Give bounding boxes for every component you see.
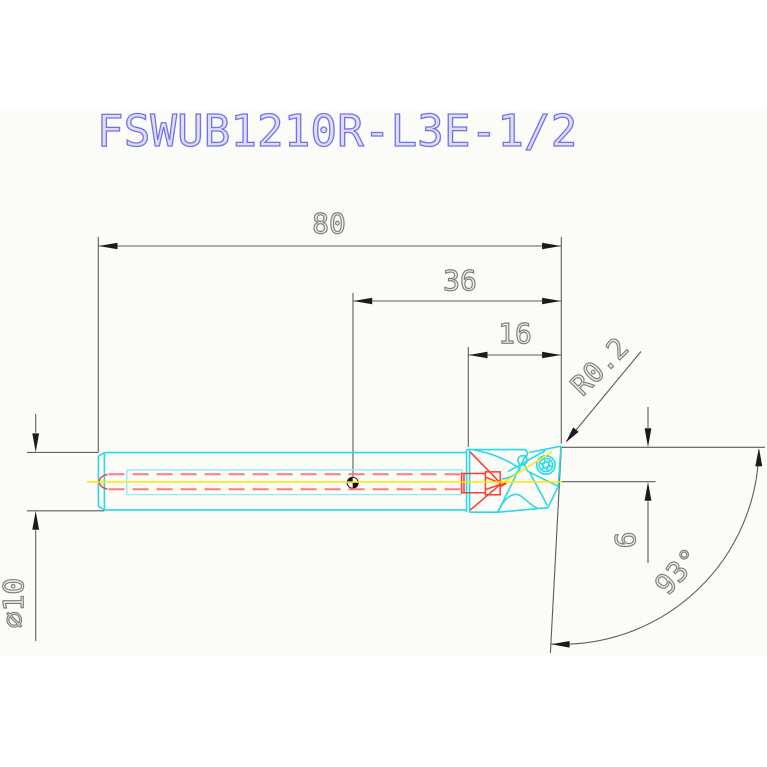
dim-shank-diameter-label: ∅10 — [0, 577, 31, 629]
dim-head-length-label: 16 — [498, 317, 533, 350]
dimension-arrows — [32, 242, 763, 648]
tool-head — [465, 445, 562, 513]
centerline — [87, 451, 563, 485]
dimension-lines — [27, 237, 765, 654]
coolant-channel — [98, 451, 508, 511]
insert-clamp-screw — [535, 454, 556, 475]
dim-intermediate-length-label: 36 — [443, 264, 478, 297]
dim-overall-length-label: 80 — [312, 207, 347, 240]
angle-arc — [551, 449, 760, 645]
dim-tip-height-label: 6 — [608, 531, 642, 549]
drawing-title: FSWUB1210R-L3E-1/2 — [96, 106, 578, 157]
radius-leader — [566, 351, 642, 442]
drawing-area-band — [0, 108, 767, 656]
